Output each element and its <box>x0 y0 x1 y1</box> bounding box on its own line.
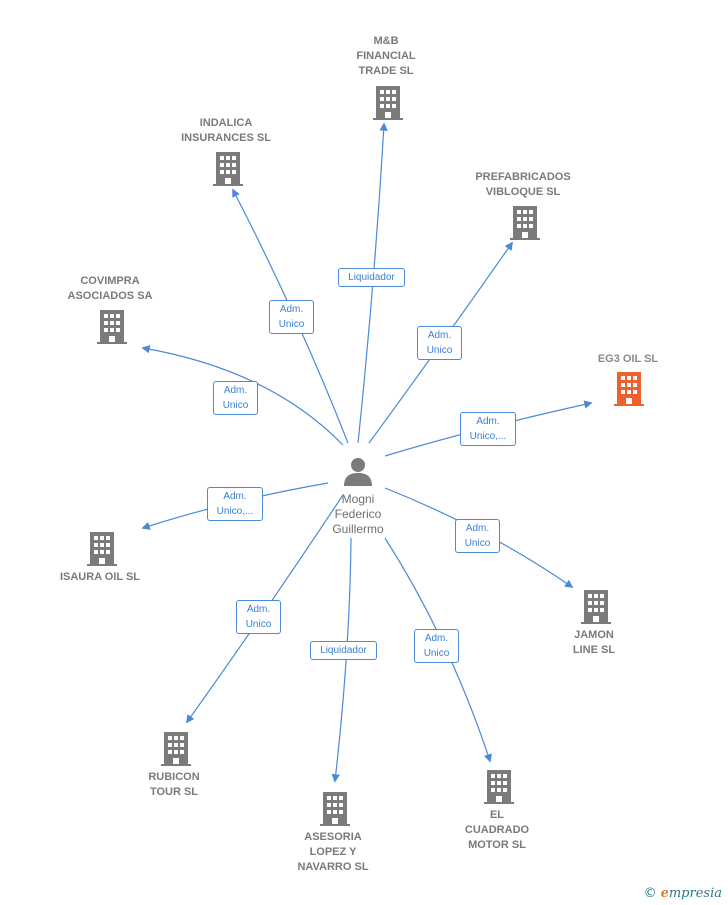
building-icon[interactable] <box>581 590 611 624</box>
company-label-rubicon[interactable]: RUBICON TOUR SL <box>148 771 200 798</box>
building-icon[interactable] <box>87 532 117 566</box>
company-label-asesoria[interactable]: ASESORIA LOPEZ Y NAVARRO SL <box>297 831 369 873</box>
building-icon[interactable] <box>373 86 403 120</box>
role-badge-rubicon: Adm. Unico <box>236 600 281 634</box>
building-icon[interactable] <box>161 732 191 766</box>
company-label-mb[interactable]: M&B FINANCIAL TRADE SL <box>356 35 416 77</box>
role-badge-covimpra: Adm. Unico <box>213 381 258 415</box>
role-badge-cuadrado: Adm. Unico <box>414 629 459 663</box>
person-icon <box>344 458 372 486</box>
role-badge-prefabricados: Adm. Unico <box>417 326 462 360</box>
role-badge-indalica: Adm. Unico <box>269 300 314 334</box>
building-icon[interactable] <box>484 770 514 804</box>
building-icon[interactable] <box>213 152 243 186</box>
company-label-cuadrado[interactable]: EL CUADRADO MOTOR SL <box>464 809 530 851</box>
role-badge-isaura: Adm. Unico,... <box>207 487 263 521</box>
role-badge-mb: Liquidador <box>338 268 405 287</box>
role-badge-eg3: Adm. Unico,... <box>460 412 516 446</box>
building-icon[interactable] <box>320 792 350 826</box>
company-label-isaura[interactable]: ISAURA OIL SL <box>59 571 141 583</box>
company-label-jamon[interactable]: JAMON LINE SL <box>572 629 616 656</box>
company-label-indalica[interactable]: INDALICA INSURANCES SL <box>181 117 271 144</box>
company-label-covimpra[interactable]: COVIMPRA ASOCIADOS SA <box>67 275 153 302</box>
empresia-logo: ©empresia <box>643 886 722 901</box>
building-icon[interactable] <box>510 206 540 240</box>
person-name[interactable]: Mogni Federico Guillermo <box>332 492 384 536</box>
role-badge-jamon: Adm. Unico <box>455 519 500 553</box>
building-icon[interactable] <box>97 310 127 344</box>
role-badge-asesoria: Liquidador <box>310 641 377 660</box>
company-label-eg3[interactable]: EG3 OIL SL <box>597 353 659 365</box>
building-icon[interactable] <box>614 372 644 406</box>
company-label-prefabricados[interactable]: PREFABRICADOS VIBLOQUE SL <box>475 171 571 198</box>
